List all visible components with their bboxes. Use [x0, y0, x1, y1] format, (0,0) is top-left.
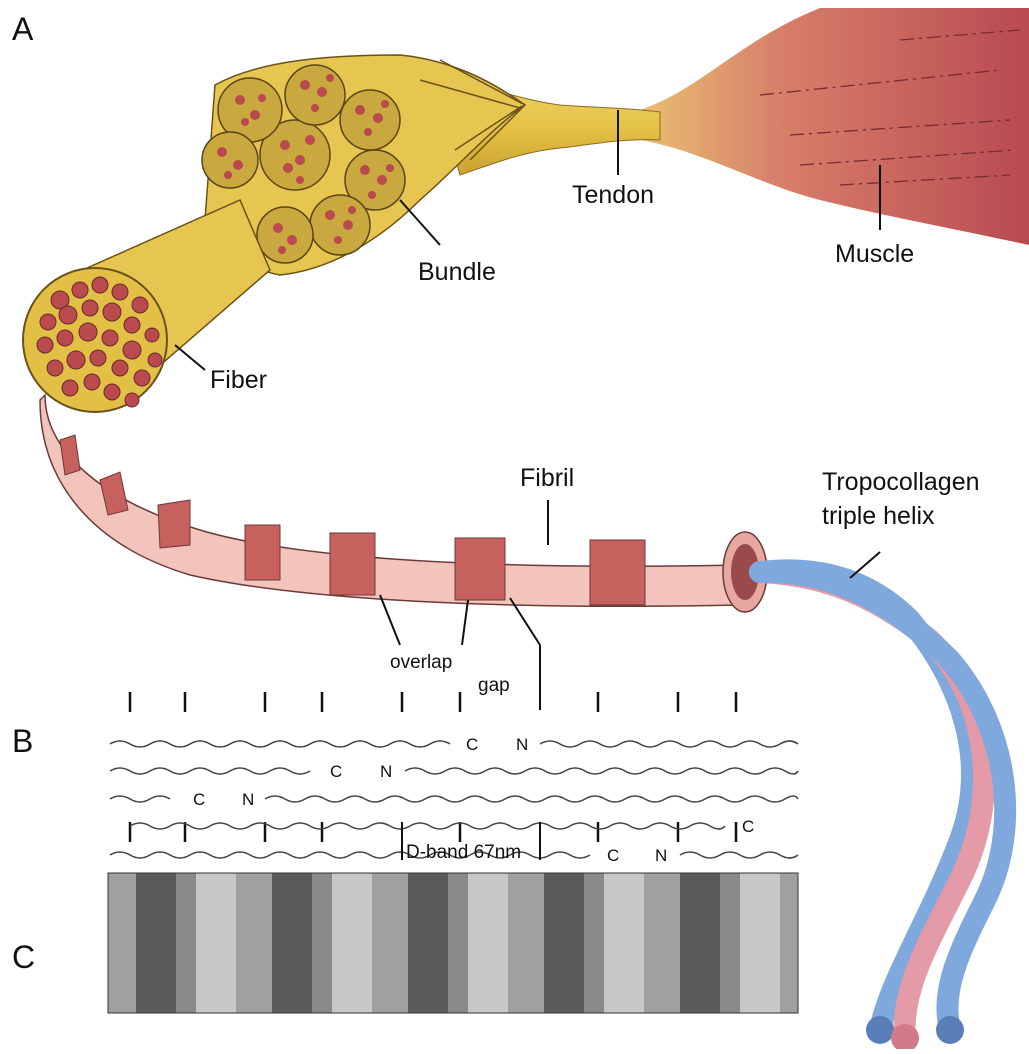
- panel-label-a: A: [12, 11, 34, 47]
- panel-label-c: C: [12, 939, 35, 975]
- band-ticks-top: [130, 692, 736, 712]
- n-terminus-row5: N: [655, 846, 667, 865]
- label-triple-helix: triple helix: [822, 502, 935, 530]
- label-overlap: overlap: [390, 652, 452, 673]
- label-fiber: Fiber: [210, 366, 267, 394]
- label-gap: gap: [478, 675, 510, 696]
- label-tendon: Tendon: [572, 181, 654, 209]
- c-terminus-row1: C: [466, 735, 478, 754]
- molecule-row-1b: [540, 741, 798, 747]
- helix-end-1: [866, 1016, 894, 1044]
- label-fibril: Fibril: [520, 464, 574, 492]
- label-muscle: Muscle: [835, 240, 914, 268]
- c-terminus-row3: C: [193, 790, 205, 809]
- tropocollagen-molecules: [110, 741, 798, 858]
- band-ticks-bottom: [130, 822, 736, 842]
- n-terminus-row1: N: [516, 735, 528, 754]
- molecule-row-3a: [110, 796, 170, 802]
- molecule-row-2a: [110, 768, 310, 774]
- c-terminus-row2: C: [330, 762, 342, 781]
- molecule-row-4: [130, 823, 725, 829]
- tem-micrograph: [108, 873, 798, 1013]
- molecule-row-1a: [110, 741, 450, 747]
- label-bundle: Bundle: [418, 258, 496, 286]
- n-terminus-row3: N: [242, 790, 254, 809]
- panel-label-b: B: [12, 723, 33, 759]
- molecule-row-2b: [405, 768, 798, 774]
- molecule-row-3b: [265, 796, 798, 802]
- n-terminus-row2: N: [380, 762, 392, 781]
- molecule-row-5b: [680, 852, 798, 858]
- c-terminus-row5: C: [607, 846, 619, 865]
- c-terminus-row4: C: [742, 817, 754, 836]
- helix-end-3: [936, 1016, 964, 1044]
- label-dband: D-band 67nm: [406, 842, 521, 863]
- label-tropocollagen: Tropocollagen: [822, 468, 980, 496]
- muscle-shape: [640, 8, 1029, 245]
